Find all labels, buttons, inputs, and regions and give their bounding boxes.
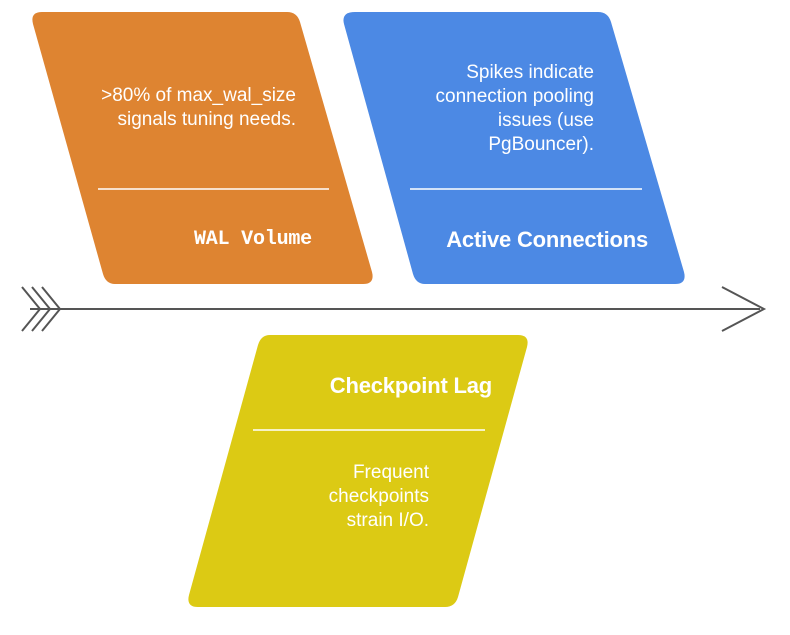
description-line: connection pooling [435, 86, 594, 107]
arrow-head [721, 286, 767, 332]
description-line: >80% of max_wal_size [101, 85, 296, 106]
tail-chevron-2 [31, 286, 52, 332]
checkpoint-lag-shape [188, 335, 528, 607]
description-line: strain I/O. [346, 510, 429, 531]
tail-chevron-3 [41, 286, 62, 332]
wal-volume-title: WAL Volume [193, 228, 312, 251]
node-active-connections [343, 12, 685, 284]
tail-chevron-1 [21, 286, 42, 332]
spine-arrow [21, 286, 767, 332]
description-line: Spikes indicate [466, 62, 594, 83]
description-line: signals tuning needs. [117, 109, 296, 130]
checkpoint-lag-description: Frequent checkpoints strain I/O. [329, 461, 429, 533]
wal-volume-description: >80% of max_wal_size signals tuning need… [101, 84, 296, 132]
active-connections-description: Spikes indicate connection pooling issue… [436, 61, 594, 157]
node-checkpoint-lag [188, 335, 528, 607]
description-line: PgBouncer). [488, 134, 594, 155]
description-line: issues (use [497, 110, 594, 131]
description-line: checkpoints [328, 486, 429, 507]
active-connections-title: Active Connections [446, 227, 648, 252]
description-line: Frequent [352, 462, 429, 483]
checkpoint-lag-title: Checkpoint Lag [329, 373, 492, 398]
wal-volume-shape [32, 12, 373, 284]
node-wal-volume [32, 12, 373, 284]
active-connections-shape [343, 12, 685, 284]
